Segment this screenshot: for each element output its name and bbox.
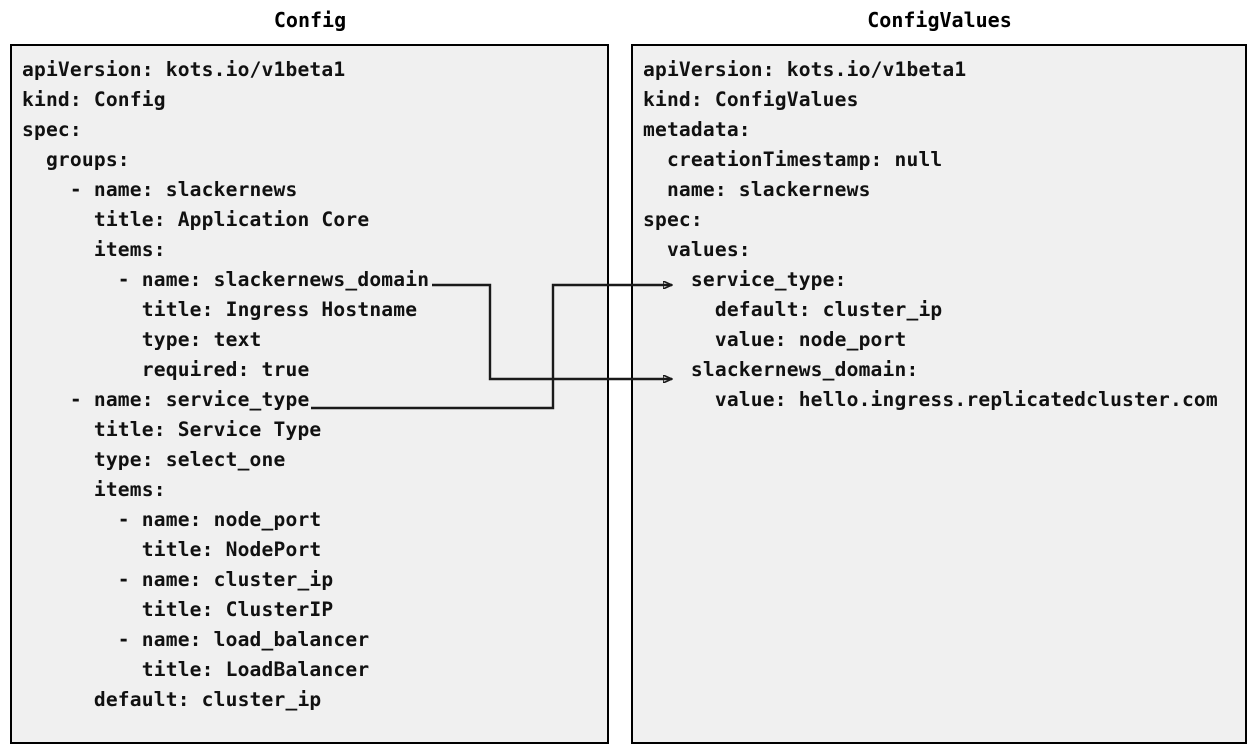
configvalues-yaml-line: metadata:: [643, 118, 751, 141]
configvalues-yaml-line: value: node_port: [643, 328, 907, 351]
config-yaml-line: - name: slackernews_domain: [22, 268, 430, 291]
config-yaml-line: title: Service Type: [22, 418, 322, 441]
configvalues-yaml-line: spec:: [643, 208, 703, 231]
config-yaml-line: - name: cluster_ip: [22, 568, 334, 591]
configvalues-yaml-line: slackernews_domain:: [643, 358, 919, 381]
config-yaml-line: - name: node_port: [22, 508, 322, 531]
configvalues-yaml-line: service_type:: [643, 268, 847, 291]
configvalues-panel: apiVersion: kots.io/v1beta1 kind: ConfigV…: [631, 44, 1247, 744]
config-yaml-line: title: Application Core: [22, 208, 370, 231]
config-yaml-line: type: text: [22, 328, 262, 351]
config-yaml-line: title: Ingress Hostname: [22, 298, 418, 321]
config-yaml-code: apiVersion: kots.io/v1beta1 kind: Config s…: [22, 55, 605, 715]
config-yaml-line: kind: Config: [22, 88, 166, 111]
configvalues-yaml-line: value: hello.ingress.replicatedcluster.c…: [643, 388, 1218, 411]
configvalues-yaml-line: values:: [643, 238, 751, 261]
config-yaml-line: groups:: [22, 148, 130, 171]
configvalues-panel-title: ConfigValues: [867, 8, 1012, 32]
config-yaml-line: type: select_one: [22, 448, 286, 471]
config-yaml-line: title: ClusterIP: [22, 598, 334, 621]
config-yaml-line: - name: load_balancer: [22, 628, 370, 651]
config-yaml-line: title: NodePort: [22, 538, 322, 561]
configvalues-yaml-line: default: cluster_ip: [643, 298, 943, 321]
config-yaml-line: - name: slackernews: [22, 178, 298, 201]
config-yaml-line: items:: [22, 238, 166, 261]
config-yaml-line: title: LoadBalancer: [22, 658, 370, 681]
configvalues-yaml-line: name: slackernews: [643, 178, 871, 201]
configvalues-yaml-line: apiVersion: kots.io/v1beta1: [643, 58, 967, 81]
config-yaml-line: required: true: [22, 358, 310, 381]
config-yaml-line: spec:: [22, 118, 82, 141]
configvalues-yaml-code: apiVersion: kots.io/v1beta1 kind: ConfigV…: [643, 55, 1243, 415]
config-yaml-line: - name: service_type: [22, 388, 310, 411]
config-yaml-line: apiVersion: kots.io/v1beta1: [22, 58, 346, 81]
config-panel-title: Config: [273, 8, 347, 32]
configvalues-yaml-line: kind: ConfigValues: [643, 88, 859, 111]
config-yaml-line: default: cluster_ip: [22, 688, 322, 711]
config-panel: apiVersion: kots.io/v1beta1 kind: Config s…: [10, 44, 609, 744]
config-yaml-line: items:: [22, 478, 166, 501]
configvalues-yaml-line: creationTimestamp: null: [643, 148, 943, 171]
